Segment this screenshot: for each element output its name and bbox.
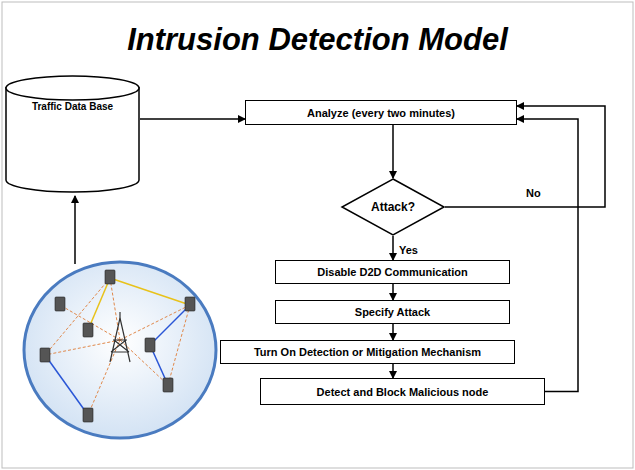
database-cylinder: Traffic Data Base — [5, 75, 140, 193]
cylinder-outline — [5, 75, 140, 193]
node-text: Specify Attack — [355, 306, 430, 318]
process-box: Specify Attack — [275, 300, 510, 324]
flow-arrow — [392, 284, 394, 300]
edge-label: Yes — [397, 244, 420, 256]
node-text: Attack? — [371, 200, 415, 214]
flow-arrow — [392, 125, 394, 178]
process-box: Analyze (every two minutes) — [245, 100, 517, 125]
flow-arrow — [140, 118, 245, 120]
flow-arrow — [392, 236, 394, 260]
process-box: Detect and Block Malicious node — [260, 378, 545, 405]
edge-label: No — [524, 187, 543, 199]
node-text: Turn On Detection or Mitigation Mechanis… — [254, 346, 481, 358]
process-box: Disable D2D Communication — [275, 260, 510, 284]
process-box: Turn On Detection or Mitigation Mechanis… — [220, 340, 515, 364]
decision-diamond: Attack? — [341, 178, 445, 236]
diagram-title: Intrusion Detection Model — [0, 22, 635, 58]
node-text: Analyze (every two minutes) — [307, 107, 455, 119]
node-text: Detect and Block Malicious node — [317, 386, 489, 398]
node-text: Disable D2D Communication — [317, 266, 467, 278]
flow-arrow — [392, 324, 394, 340]
flow-arrow — [517, 119, 578, 392]
node-text: Traffic Data Base — [5, 101, 140, 112]
flow-arrow — [392, 364, 394, 378]
